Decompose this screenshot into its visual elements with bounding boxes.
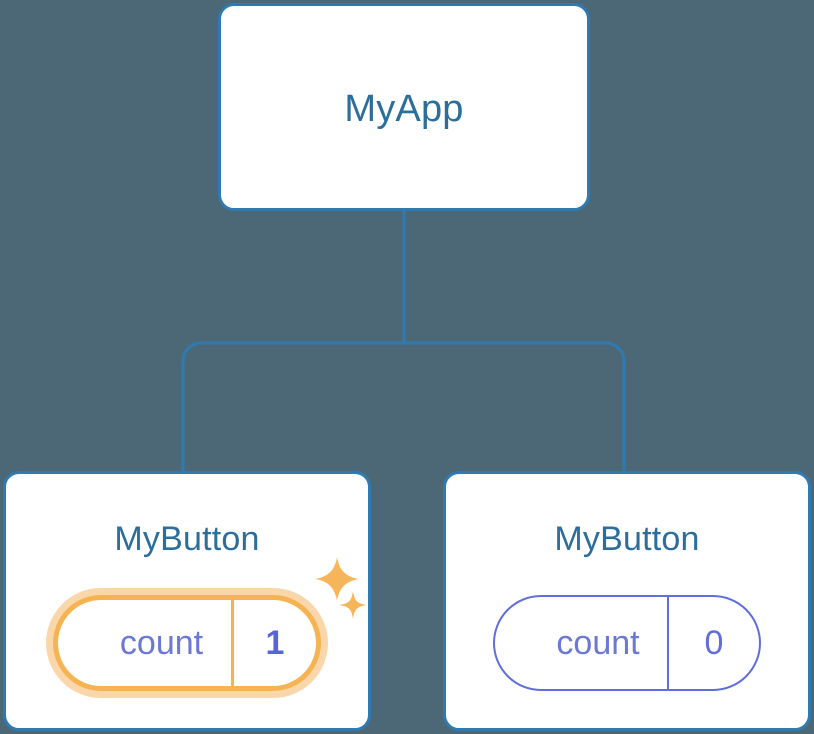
state-value-label-left: 1 <box>265 624 285 662</box>
node-mybutton-right[interactable]: MyButton count 0 <box>443 471 811 731</box>
state-key-label-right: count <box>556 624 640 662</box>
state-value-label-right: 0 <box>704 624 724 662</box>
state-pill-right[interactable]: count 0 <box>493 595 761 691</box>
state-key-cell-left: count <box>58 600 234 686</box>
state-key-label-left: count <box>119 624 204 662</box>
state-pill-left[interactable]: count 1 <box>53 595 321 691</box>
node-mybutton-left-label: MyButton <box>114 520 260 558</box>
node-mybutton-right-label: MyButton <box>554 520 700 558</box>
node-myapp-label: MyApp <box>344 88 464 130</box>
branch-to-right-child <box>404 341 626 472</box>
node-mybutton-left[interactable]: MyButton count 1 <box>3 471 371 731</box>
state-key-cell-right: count <box>495 597 669 689</box>
branch-to-left-child <box>181 341 404 472</box>
state-value-cell-left: 1 <box>234 600 316 686</box>
node-myapp[interactable]: MyApp <box>218 3 590 211</box>
state-value-cell-right: 0 <box>669 597 759 689</box>
